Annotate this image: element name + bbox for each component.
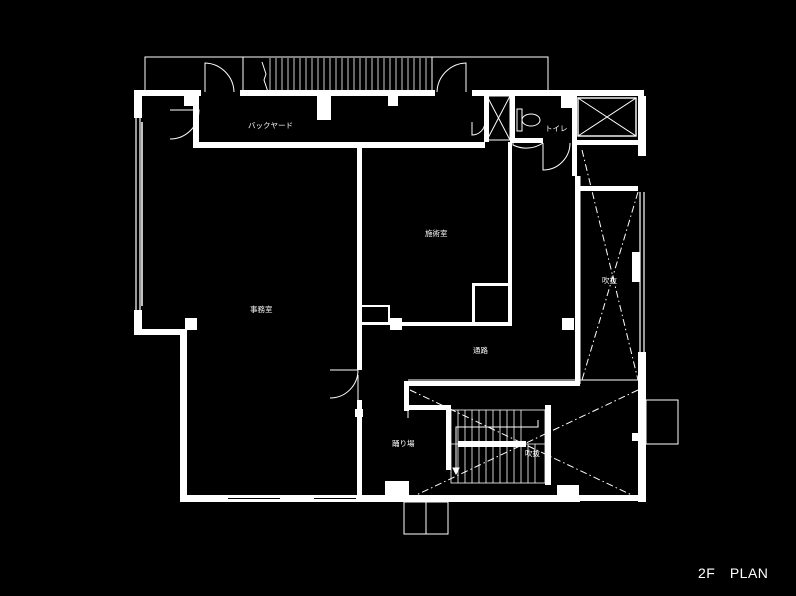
room-label-toilet: トイレ [545, 124, 568, 133]
room-label-corridor: 通路 [473, 345, 488, 355]
shafts [486, 95, 637, 141]
room-label-void-east: 吹抜 [602, 275, 617, 285]
room-label-landing: 踊り場 [392, 438, 415, 448]
outer-walls [134, 90, 646, 502]
columns [184, 96, 640, 497]
east-window [639, 192, 645, 352]
landing-rails [407, 176, 641, 418]
south-entrance [403, 501, 449, 535]
toilet-fixture [516, 108, 541, 132]
plan-caption: 2F PLAN [698, 565, 769, 581]
west-window [135, 118, 143, 310]
room-label-backyard: バックヤード [248, 121, 293, 130]
room-label-treatment: 施術室 [425, 228, 448, 238]
doors [169, 109, 571, 400]
balcony-doors [204, 61, 467, 93]
east-bay [645, 399, 679, 445]
room-label-void-stair: 吹抜 [525, 448, 540, 458]
balcony-steps [269, 58, 427, 92]
interior-walls [193, 96, 644, 500]
north-balcony [144, 56, 549, 93]
room-label-office: 事務室 [250, 304, 273, 314]
stair-arrow [452, 420, 539, 476]
stair-center-wall [458, 441, 526, 447]
